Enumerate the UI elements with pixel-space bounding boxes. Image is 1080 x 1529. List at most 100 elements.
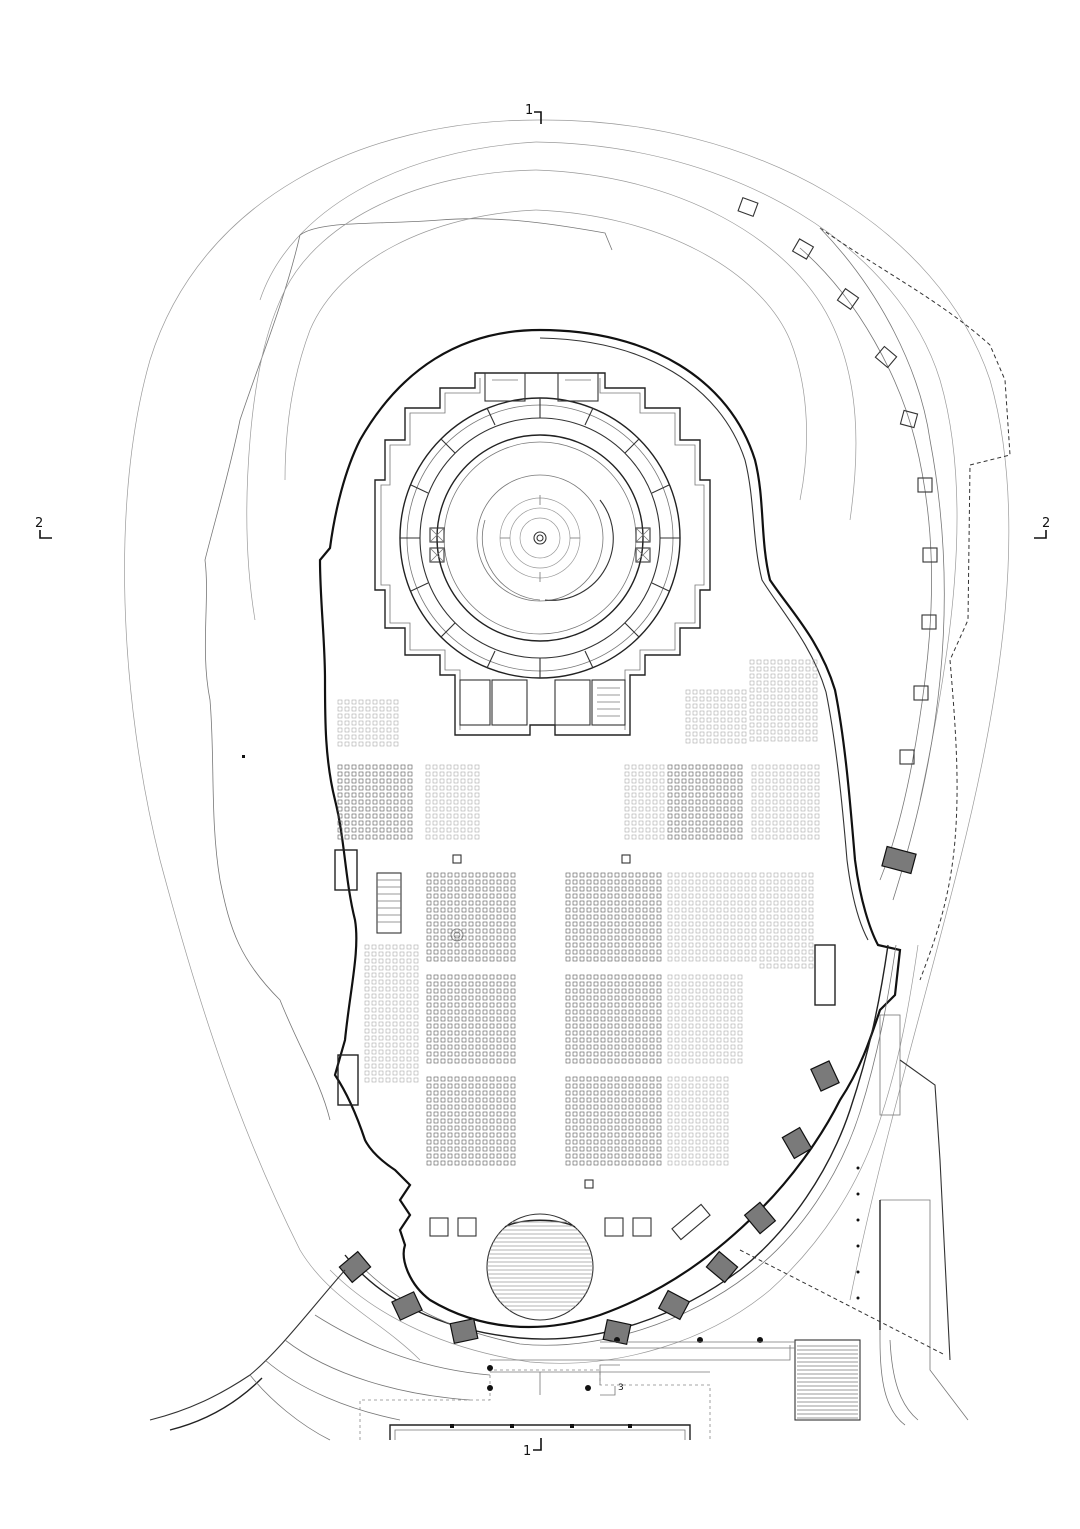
seat — [798, 701, 804, 707]
seat — [621, 1104, 627, 1110]
seat — [628, 928, 634, 934]
seat — [496, 1076, 502, 1082]
seat — [720, 717, 726, 723]
seat — [759, 921, 765, 927]
seat — [667, 820, 673, 826]
seat — [709, 771, 715, 777]
seat — [447, 1044, 453, 1050]
seat — [759, 963, 765, 969]
seat — [399, 1063, 405, 1069]
seat — [378, 1014, 384, 1020]
seat — [685, 724, 691, 730]
seat — [794, 956, 800, 962]
seat — [709, 921, 715, 927]
seat — [337, 820, 343, 826]
seat — [770, 680, 776, 686]
seat — [741, 710, 747, 716]
seat — [723, 1125, 729, 1131]
seat — [656, 1023, 662, 1029]
seat — [503, 928, 509, 934]
seat — [723, 771, 729, 777]
seat — [358, 699, 364, 705]
platform-outline — [318, 328, 902, 1329]
seat — [425, 820, 431, 826]
seat — [716, 928, 722, 934]
seat — [685, 703, 691, 709]
seat — [468, 1111, 474, 1117]
seat — [433, 956, 439, 962]
seat — [461, 1146, 467, 1152]
seat — [628, 893, 634, 899]
seat — [440, 1118, 446, 1124]
seat — [628, 914, 634, 920]
seat — [607, 872, 613, 878]
seat — [688, 1037, 694, 1043]
seat — [386, 734, 392, 740]
seat — [635, 921, 641, 927]
seat — [399, 1014, 405, 1020]
seat — [744, 886, 750, 892]
seat — [447, 1058, 453, 1064]
seat — [454, 1118, 460, 1124]
seat — [579, 914, 585, 920]
seat — [475, 1160, 481, 1166]
seat — [460, 799, 466, 805]
seat — [600, 995, 606, 1001]
seat — [780, 956, 786, 962]
seat — [635, 1083, 641, 1089]
seat — [621, 1118, 627, 1124]
seat — [621, 1002, 627, 1008]
seat — [649, 1125, 655, 1131]
seat — [681, 1146, 687, 1152]
seat — [624, 806, 630, 812]
seat — [440, 893, 446, 899]
seat — [730, 995, 736, 1001]
seat — [681, 771, 687, 777]
seat — [628, 1111, 634, 1117]
seat — [730, 872, 736, 878]
seat — [600, 1051, 606, 1057]
seat — [642, 1058, 648, 1064]
seat — [426, 1009, 432, 1015]
seat — [770, 673, 776, 679]
seat — [440, 1044, 446, 1050]
seat — [649, 995, 655, 1001]
seat — [454, 1076, 460, 1082]
seat — [565, 1118, 571, 1124]
seat — [607, 974, 613, 980]
seat — [496, 1139, 502, 1145]
seat — [695, 1153, 701, 1159]
seat — [475, 988, 481, 994]
seat — [351, 771, 357, 777]
seat — [586, 1076, 592, 1082]
seat — [572, 1076, 578, 1082]
seat — [433, 1153, 439, 1159]
seat — [392, 1049, 398, 1055]
seat — [447, 914, 453, 920]
seat — [439, 792, 445, 798]
seat — [667, 1058, 673, 1064]
seat — [344, 699, 350, 705]
seat — [454, 1132, 460, 1138]
seat — [607, 1118, 613, 1124]
seat — [716, 806, 722, 812]
seat — [635, 995, 641, 1001]
seat — [446, 778, 452, 784]
seat — [773, 907, 779, 913]
seat — [688, 949, 694, 955]
seat — [579, 1051, 585, 1057]
seat — [786, 799, 792, 805]
seat — [730, 942, 736, 948]
seat — [572, 1097, 578, 1103]
seat — [730, 1051, 736, 1057]
seat — [723, 921, 729, 927]
seat — [807, 806, 813, 812]
seat — [787, 907, 793, 913]
seat — [432, 771, 438, 777]
seat — [638, 834, 644, 840]
seat — [674, 1118, 680, 1124]
seat — [510, 1058, 516, 1064]
seat — [379, 706, 385, 712]
seat — [628, 995, 634, 1001]
seat — [688, 872, 694, 878]
